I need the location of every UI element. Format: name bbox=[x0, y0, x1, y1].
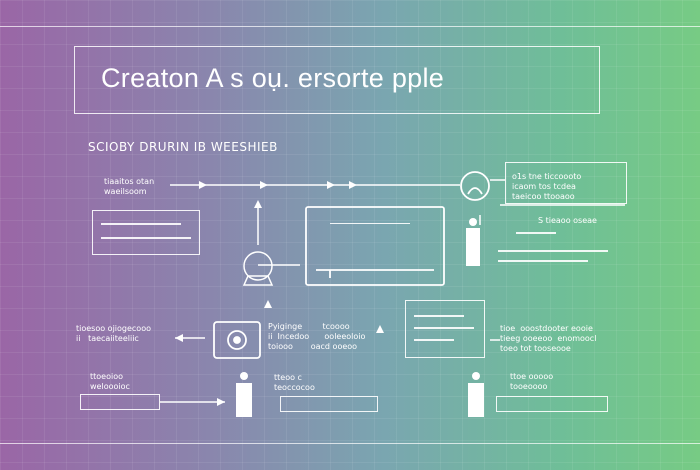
label-bottom-left: tioesoo ojiogecooo ii taecaiiteeliic bbox=[76, 324, 151, 343]
top-rule bbox=[0, 26, 700, 27]
label-bottom-left2: ttoeoioo weloooioc bbox=[90, 372, 130, 391]
label-bottom-mid: Pyiginge tcoooo ii Incedoo ooleeoloio to… bbox=[268, 322, 366, 351]
bar-right bbox=[496, 396, 608, 412]
text-line bbox=[516, 232, 556, 234]
label-top-right: o1s tne ticcoooto icaom tos tcdea taeico… bbox=[512, 172, 582, 201]
disk-icon bbox=[213, 321, 261, 359]
label-bottom-mid2: tteoo c teoccocoo bbox=[274, 373, 315, 392]
diagram-subtitle: SCIOBY DRURIN IB WEESHIEB bbox=[88, 140, 278, 154]
label-top-left: tiaaitos otan waeilsoom bbox=[104, 177, 155, 196]
bar-left bbox=[80, 394, 160, 410]
person-icons bbox=[236, 218, 484, 417]
title-box: Creaton A s oụ. ersorte pple bbox=[74, 46, 600, 114]
device-icon bbox=[242, 251, 274, 286]
label-mid-right: S tieaoo oseae bbox=[538, 216, 597, 225]
text-line bbox=[498, 260, 588, 262]
bar-mid bbox=[280, 396, 378, 412]
label-bottom-right2: ttoe ooooo tooeoooo bbox=[510, 372, 554, 391]
text-line bbox=[330, 223, 410, 224]
card-left bbox=[92, 210, 200, 255]
card-top-right bbox=[505, 162, 627, 204]
page-title: Creaton A s oụ. ersorte pple bbox=[101, 63, 445, 93]
card-bottom-mid bbox=[405, 300, 485, 358]
text-line bbox=[498, 250, 608, 252]
bottom-rule bbox=[0, 443, 700, 444]
monitor-icon bbox=[305, 206, 445, 286]
avatar-icon bbox=[460, 171, 490, 201]
label-bottom-right: tioe ooostdooter eooie tieeg ooeeoo enom… bbox=[500, 324, 597, 353]
